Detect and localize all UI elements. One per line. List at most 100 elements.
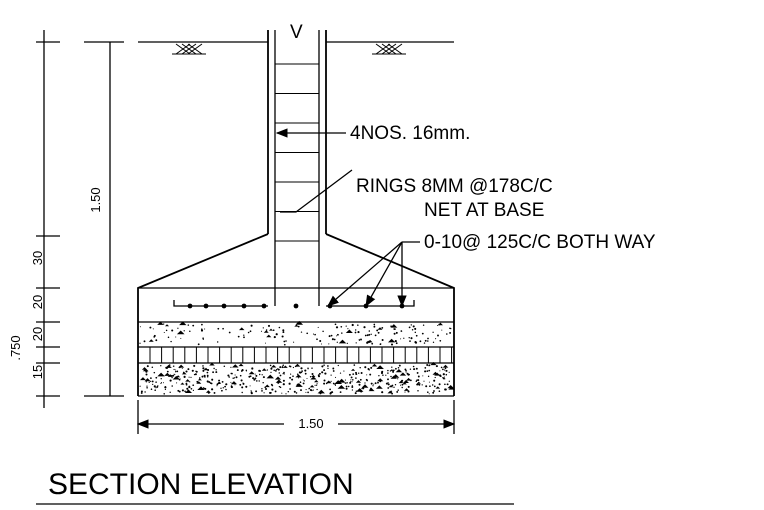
aggregate-dot [235, 365, 237, 368]
aggregate-dot [297, 325, 300, 328]
aggregate-dot [278, 372, 281, 374]
aggregate-dot [225, 383, 228, 386]
aggregate-dot [390, 375, 392, 378]
aggregate-dot [408, 373, 410, 376]
aggregate-dot [254, 373, 256, 375]
aggregate-dot [355, 377, 357, 379]
aggregate-dot [426, 364, 429, 366]
aggregate-mark [295, 320, 304, 325]
aggregate-dot [198, 377, 201, 379]
aggregate-dot [222, 387, 224, 389]
aggregate-dot [403, 337, 405, 339]
aggregate-dot [202, 369, 205, 372]
aggregate-dot [139, 342, 141, 344]
aggregate-dot [428, 369, 431, 372]
aggregate-dot [432, 391, 435, 394]
aggregate-dot [242, 382, 244, 384]
aggregate-mark [310, 376, 317, 380]
aggregate-dot [316, 338, 318, 341]
bar-dot [187, 303, 193, 309]
aggregate-dot [419, 340, 422, 343]
aggregate-dot [426, 370, 429, 372]
aggregate-dot [176, 382, 178, 384]
aggregate-dot [168, 364, 171, 366]
aggregate-dot [215, 371, 218, 374]
aggregate-dot [250, 324, 253, 327]
aggregate-dot [140, 392, 143, 394]
aggregate-dot [262, 376, 265, 379]
aggregate-dot [168, 366, 170, 368]
aggregate-dot [278, 385, 281, 388]
aggregate-mark [141, 367, 148, 370]
aggregate-dot [377, 331, 380, 334]
aggregate-mark [144, 378, 151, 382]
aggregate-dot [433, 385, 436, 388]
aggregate-dot [275, 333, 278, 336]
aggregate-mark [399, 372, 407, 376]
aggregate-dot [328, 343, 330, 345]
aggregate-dot [366, 374, 368, 376]
aggregate-dot [428, 364, 430, 367]
aggregate-dot [391, 384, 394, 387]
aggregate-dot [387, 387, 390, 389]
aggregate-mark [274, 376, 282, 380]
aggregate-mark [148, 339, 154, 342]
aggregate-dot [289, 388, 291, 390]
aggregate-dot [282, 379, 285, 382]
aggregate-mark [398, 380, 404, 384]
aggregate-dot [417, 375, 420, 378]
aggregate-dot [206, 380, 209, 383]
aggregate-dot [228, 331, 231, 334]
aggregate-dot [241, 369, 244, 372]
aggregate-dot [423, 342, 426, 344]
aggregate-dot [307, 367, 309, 369]
aggregate-dot [279, 366, 282, 369]
aggregate-dot [393, 332, 396, 335]
aggregate-dot [222, 327, 224, 330]
aggregate-dot [381, 326, 384, 329]
aggregate-dot [352, 373, 355, 375]
aggregate-dot [387, 369, 389, 372]
aggregate-dot [255, 380, 258, 382]
aggregate-dot [146, 387, 148, 389]
aggregate-dot [448, 386, 450, 388]
aggregate-mark [435, 386, 441, 389]
aggregate-dot [345, 385, 348, 388]
aggregate-dot [345, 387, 348, 390]
aggregate-dot [329, 388, 331, 391]
aggregate-dot [411, 328, 414, 331]
aggregate-dot [217, 327, 220, 330]
aggregate-dot [178, 390, 181, 393]
aggregate-dot [218, 379, 221, 382]
aggregate-dot [404, 381, 406, 383]
aggregate-dot [327, 367, 329, 370]
aggregate-dot [354, 331, 357, 334]
aggregate-dot [235, 376, 238, 379]
aggregate-dot [373, 325, 376, 328]
aggregate-dot [401, 386, 403, 389]
aggregate-dot [293, 341, 295, 343]
aggregate-mark [197, 378, 202, 381]
aggregate-dot [317, 326, 319, 328]
aggregate-mark [402, 382, 407, 385]
aggregate-dot [154, 389, 156, 392]
aggregate-dot [169, 391, 171, 394]
aggregate-dot [220, 387, 222, 389]
aggregate-dot [404, 391, 406, 393]
aggregate-dot [304, 372, 307, 375]
aggregate-mark [266, 334, 272, 338]
aggregate-dot [373, 383, 375, 385]
aggregate-dot [175, 371, 177, 373]
dim-footing-width: 1.50 [298, 416, 323, 431]
dim-20b: 20 [30, 327, 45, 341]
aggregate-dot [261, 390, 263, 392]
ground-line-right [326, 41, 454, 55]
aggregate-dot [439, 375, 442, 377]
aggregate-dot [303, 380, 305, 382]
aggregate-dot [252, 377, 255, 380]
aggregate-dot [362, 387, 365, 390]
aggregate-dot [283, 371, 285, 374]
aggregate-dot [177, 389, 180, 392]
aggregate-dot [400, 330, 403, 332]
aggregate-dot [300, 367, 303, 370]
